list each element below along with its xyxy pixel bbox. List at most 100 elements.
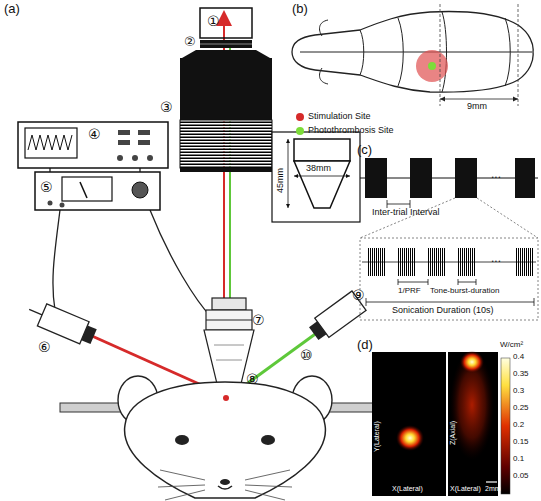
svg-line (294, 176, 350, 177)
svg-path (294, 174, 350, 178)
svg-rect (200, 40, 252, 48)
svg-rect (212, 298, 246, 310)
svg-rect (360, 238, 538, 320)
svg-line (80, 182, 87, 198)
dimension-label: 45mm (276, 168, 286, 193)
svg-path (125, 382, 326, 498)
svg-line (458, 282, 476, 283)
colorbar-tick: 0.3 (513, 387, 524, 396)
svg-line (398, 282, 428, 283)
svg-path (442, 12, 447, 92)
svg-ellipse (396, 425, 424, 451)
svg-line (29, 309, 42, 314)
svg-rect (25, 128, 77, 158)
svg-path (398, 18, 403, 86)
legend-swatch (296, 127, 304, 135)
svg-ellipse (261, 435, 275, 445)
colorbar-tick: 0.15 (513, 438, 529, 447)
svg-rect (206, 310, 252, 330)
svg-rect (368, 248, 386, 276)
panel-letter: (d) (357, 338, 373, 352)
svg-circle (147, 155, 153, 161)
svg-rect (309, 321, 326, 340)
svg-path (292, 12, 533, 93)
scale-bar-label: 2mm (485, 485, 501, 493)
svg-rect (272, 132, 360, 222)
svg-rect (81, 325, 96, 344)
svg-line (440, 99, 518, 100)
svg-path (150, 210, 212, 318)
svg-path (182, 50, 270, 58)
callout-number: ④ (88, 127, 101, 142)
svg-rect (62, 177, 112, 201)
dimension-label: 9mm (467, 102, 487, 112)
red-laser (24, 298, 98, 347)
axis-label: Y(Lateral) (373, 421, 381, 452)
svg-rect (138, 130, 150, 135)
svg-line (387, 204, 410, 205)
svg-path (28, 135, 72, 150)
svg-circle (60, 203, 65, 208)
svg-line (458, 279, 459, 285)
svg-rect (515, 248, 533, 276)
callout-number: ② (184, 35, 196, 49)
svg-line (410, 200, 411, 208)
svg-rect (410, 158, 432, 198)
svg-line (360, 198, 455, 238)
svg-path (294, 161, 350, 208)
callout-number: ⑨ (352, 288, 365, 303)
svg-circle (48, 201, 53, 206)
svg-line (214, 345, 244, 346)
callout-number: ③ (160, 100, 173, 115)
panel-letter: (a) (4, 2, 20, 16)
colorbar-tick: 0.05 (513, 472, 529, 481)
svg-circle (223, 395, 229, 401)
amplifier (35, 172, 160, 210)
panel-letter: (b) (292, 2, 308, 16)
ellipsis-mark: ... (491, 168, 501, 181)
timing-label: Inter-trial Interval (372, 208, 440, 218)
svg-line (534, 298, 535, 306)
svg-line (477, 198, 538, 238)
svg-circle (416, 50, 448, 82)
svg-rect (118, 140, 130, 145)
svg-rect (37, 304, 89, 344)
svg-rect (365, 158, 387, 198)
svg-line (476, 279, 477, 285)
timing-label: Tone-burst-duration (430, 287, 499, 296)
svg-line (387, 200, 388, 208)
dimension-label: 38mm (306, 164, 331, 174)
callout-number: ⑧ (246, 372, 259, 387)
svg-line (200, 44, 252, 45)
svg-line (486, 481, 497, 482)
svg-rect (501, 358, 510, 494)
svg-rect (138, 140, 150, 145)
objective-lens (180, 50, 272, 172)
svg-rect (180, 58, 272, 120)
svg-path (360, 30, 364, 75)
colorbar-tick: 0.2 (513, 421, 524, 430)
svg-path (440, 97, 518, 102)
svg-rect (118, 130, 130, 135)
callout-number: ① (207, 14, 220, 29)
heatmaps (372, 350, 510, 496)
svg-line (206, 320, 252, 321)
colorbar-tick: 0.25 (513, 404, 529, 413)
callout-number: ⑩ (300, 348, 313, 363)
svg-rect (18, 122, 168, 168)
svg-rect (398, 248, 416, 276)
legend-text: Photothrombosis Site (308, 126, 394, 136)
svg-ellipse (175, 435, 189, 445)
svg-line (518, 4, 519, 106)
axis-label: X(Lateral) (450, 485, 481, 493)
callout-number: ⑥ (38, 340, 51, 355)
legend-swatch (296, 113, 304, 121)
timing-label: Sonication Duration (10s) (392, 306, 494, 316)
svg-rect (294, 139, 350, 161)
svg-line (362, 262, 536, 263)
rat-head (60, 376, 390, 500)
svg-rect (180, 168, 272, 172)
svg-path (286, 139, 290, 208)
